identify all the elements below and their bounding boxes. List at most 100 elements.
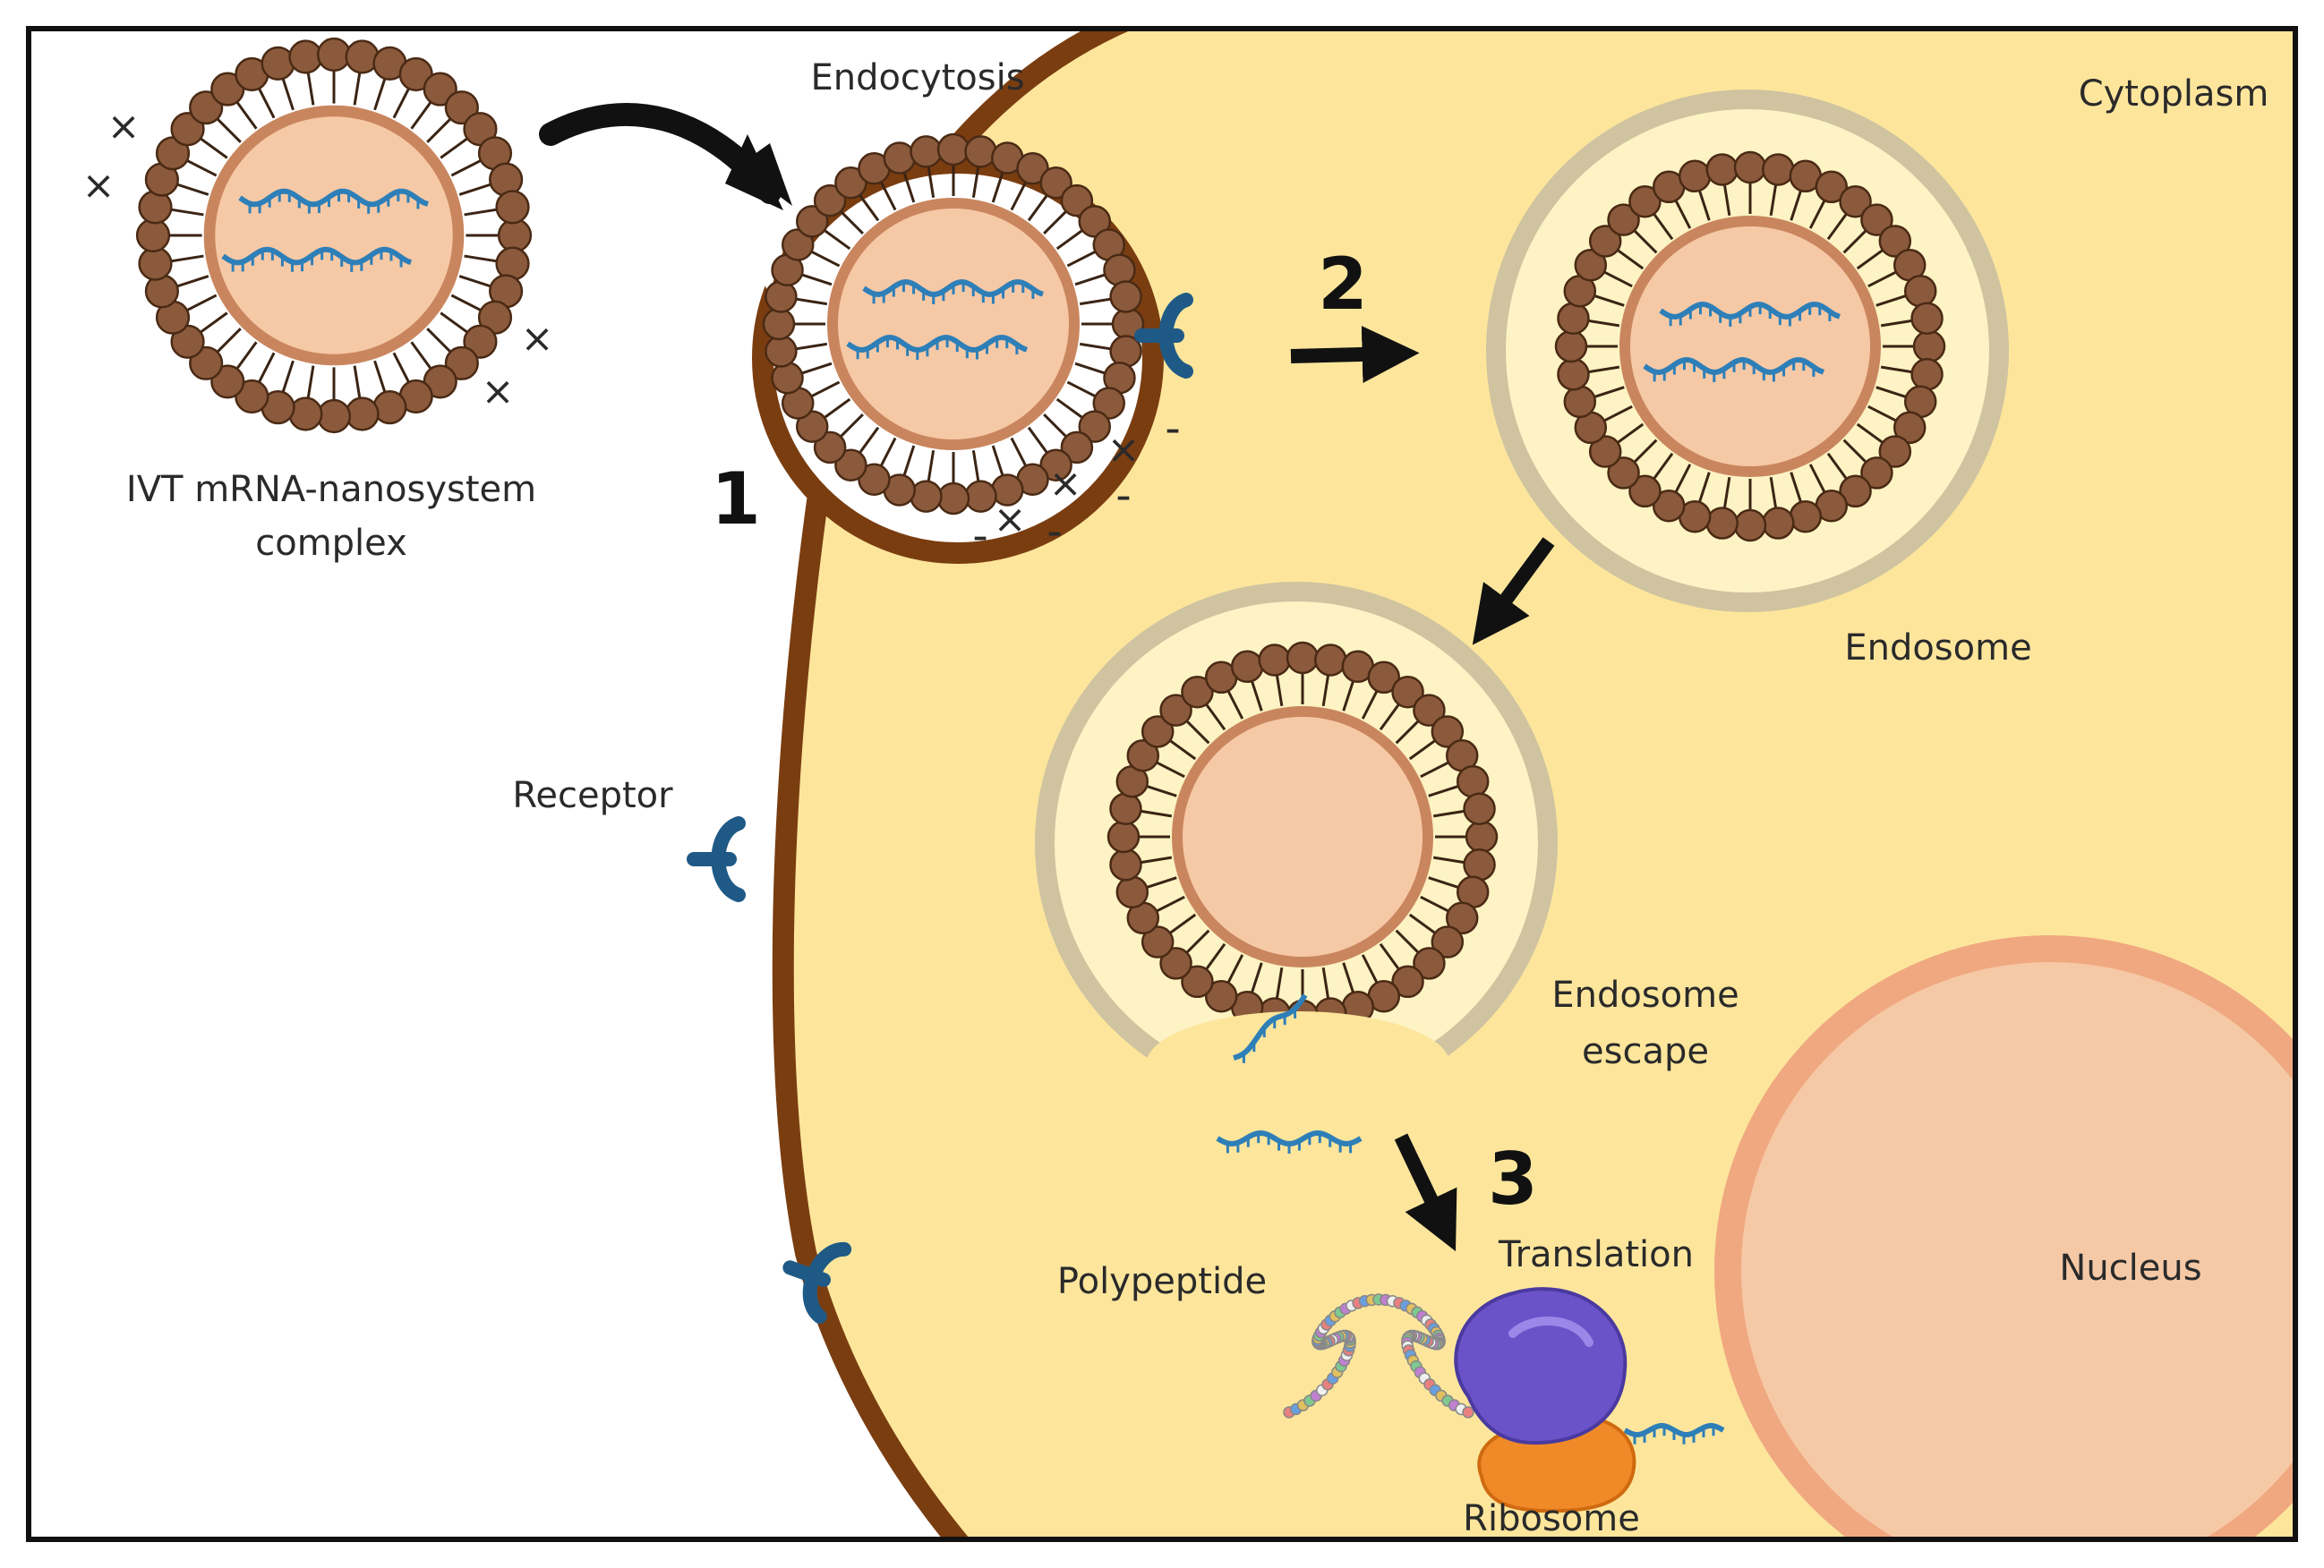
lipid-head (1431, 925, 1465, 959)
positive-charge: × (107, 104, 141, 149)
particle-core (1183, 717, 1423, 957)
lipid-head (765, 335, 798, 368)
lipid-head (1141, 925, 1175, 959)
lipid-head (1060, 183, 1094, 217)
lipid-head (1431, 715, 1465, 748)
positive-charge: × (82, 163, 115, 209)
lipid-tail (1867, 269, 1900, 288)
positive-charge: × (994, 497, 1027, 542)
lipid-head (1678, 159, 1712, 193)
lipid-tail (1342, 677, 1355, 712)
negative-charge: - (1047, 507, 1062, 557)
lipid-tail (1651, 210, 1674, 241)
lipid-head (1733, 508, 1767, 542)
lipid-head (1628, 474, 1662, 508)
lipid-head (1230, 650, 1264, 684)
lipid-head (1588, 225, 1622, 258)
lipid-head (1652, 489, 1686, 523)
lipid-tail (1769, 182, 1778, 217)
lipid-head (936, 132, 970, 166)
lipid-head (1815, 170, 1849, 204)
lipid-head (1092, 387, 1125, 420)
lipid-tail (256, 85, 276, 119)
positive-charge: × (1049, 461, 1082, 507)
lipid-tail (174, 275, 209, 289)
lipid-head (1181, 965, 1214, 999)
lipid-head (834, 166, 867, 200)
lipid-tail (167, 208, 204, 217)
lipid-head (1039, 166, 1072, 200)
lipid-tail (410, 98, 434, 130)
mrna-strand-icon (238, 188, 429, 214)
lipid-head (795, 205, 829, 238)
negative-charge: - (1115, 471, 1131, 521)
lipid-head (189, 345, 224, 380)
lipid-tail (1379, 942, 1402, 973)
lipid-tail (1010, 437, 1029, 469)
lipid-head (463, 324, 498, 359)
nanoparticle-icon (1106, 641, 1499, 1033)
polypeptide-label: Polypeptide (1057, 1261, 1267, 1302)
lipid-tail (392, 85, 412, 119)
lipid-head (795, 410, 829, 443)
amino-acid-bead (1462, 1406, 1474, 1419)
lipid-head (1314, 643, 1347, 677)
lipid-head (189, 90, 224, 125)
lipid-head (170, 112, 205, 147)
lipid-tail (837, 208, 864, 234)
lipid-head (1109, 280, 1142, 313)
lipid-tail (1074, 362, 1108, 376)
lipid-tail (1722, 476, 1731, 511)
lipid-tail (1875, 386, 1910, 399)
lipid-head (1762, 153, 1795, 186)
lipid-tail (1275, 967, 1284, 1001)
mrna-strand-icon (1233, 993, 1308, 1063)
lipid-head (1456, 764, 1490, 798)
lipid-head (1733, 150, 1767, 184)
lipid-tail (1420, 760, 1452, 779)
lipid-tail (373, 75, 388, 111)
lipid-tail (1027, 426, 1050, 456)
lipid-head (444, 345, 479, 380)
lipid-head (910, 135, 943, 168)
lipid-tail (280, 360, 295, 396)
lipid-tail (1138, 856, 1173, 865)
lipid-tail (1074, 272, 1108, 286)
lipid-head (765, 280, 798, 313)
mrna-strand-icon (221, 246, 412, 272)
lipid-head (1204, 979, 1238, 1013)
receptor-fork (711, 816, 746, 902)
lipid-head (316, 398, 352, 434)
lipid-head (1910, 358, 1944, 391)
lipid-tail (464, 254, 500, 263)
lipid-head (345, 396, 380, 431)
lipid-tail (450, 158, 484, 177)
endosome-label: Endosome (1844, 627, 2031, 669)
lipid-head (771, 362, 804, 395)
lipid-tail (1080, 297, 1115, 306)
lipid-tail (1631, 227, 1658, 254)
lipid-tail (1880, 365, 1915, 374)
translation-label: Translation (1498, 1234, 1694, 1275)
lipid-tail (1601, 269, 1633, 288)
lipid-tail (1722, 182, 1731, 217)
lipid-tail (1055, 397, 1086, 421)
mrna-backbone (221, 246, 412, 266)
lipid-head (1181, 675, 1214, 709)
lipid-tail (373, 360, 388, 396)
lipid-tail (256, 352, 276, 386)
lipid-tail (1790, 187, 1803, 221)
lipid-head (1141, 715, 1175, 748)
mrna-strand-icon (1623, 1423, 1725, 1444)
mrna-backbone (1233, 993, 1308, 1061)
lipid-tail (1395, 718, 1422, 745)
lipid-tail (1408, 913, 1439, 936)
lipid-head (1109, 792, 1142, 825)
lipid-tail (426, 328, 454, 355)
lipid-tail (1379, 701, 1402, 731)
negative-charge: - (972, 511, 987, 561)
lipid-tail (1361, 687, 1380, 720)
lipid-head (1839, 184, 1872, 218)
lipid-tail (1769, 476, 1778, 511)
lipid-head (1016, 152, 1049, 185)
